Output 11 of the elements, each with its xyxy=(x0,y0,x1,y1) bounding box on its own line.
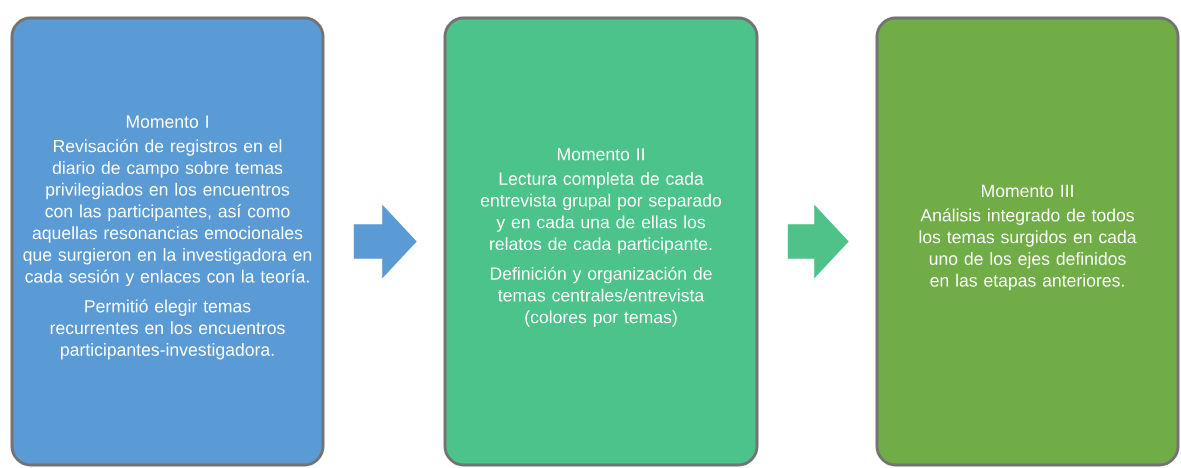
step-description: Lectura completa de cada entrevista grupal por separado y en cada una de ellas los relatos de cada participante. xyxy=(480,171,722,254)
step-heading: Momento II xyxy=(557,148,644,161)
step-box xyxy=(443,16,759,467)
step-description: Definición y organización de temas centrales/entrevista (colores por temas) xyxy=(490,266,712,327)
step-heading: Momento I xyxy=(126,115,208,128)
step-box xyxy=(10,16,325,467)
step-description: Permitió elegir temas recurrentes en los encuentros participantes-investigadora. xyxy=(50,299,285,360)
step-heading: Momento III xyxy=(982,184,1073,198)
step-box xyxy=(875,16,1180,467)
step-description: Análisis integrado de todos los temas surgidos en cada uno de los ejes definidos en las etapas anteriores. xyxy=(919,208,1137,291)
step-description: Revisación de registros en el diario de campo sobre temas privilegiados en los encuentros con las participantes, así como aquellas resonancias emocionales que surgieron en la investigadora en cada sesión y enlaces con la teoría. xyxy=(23,139,312,287)
